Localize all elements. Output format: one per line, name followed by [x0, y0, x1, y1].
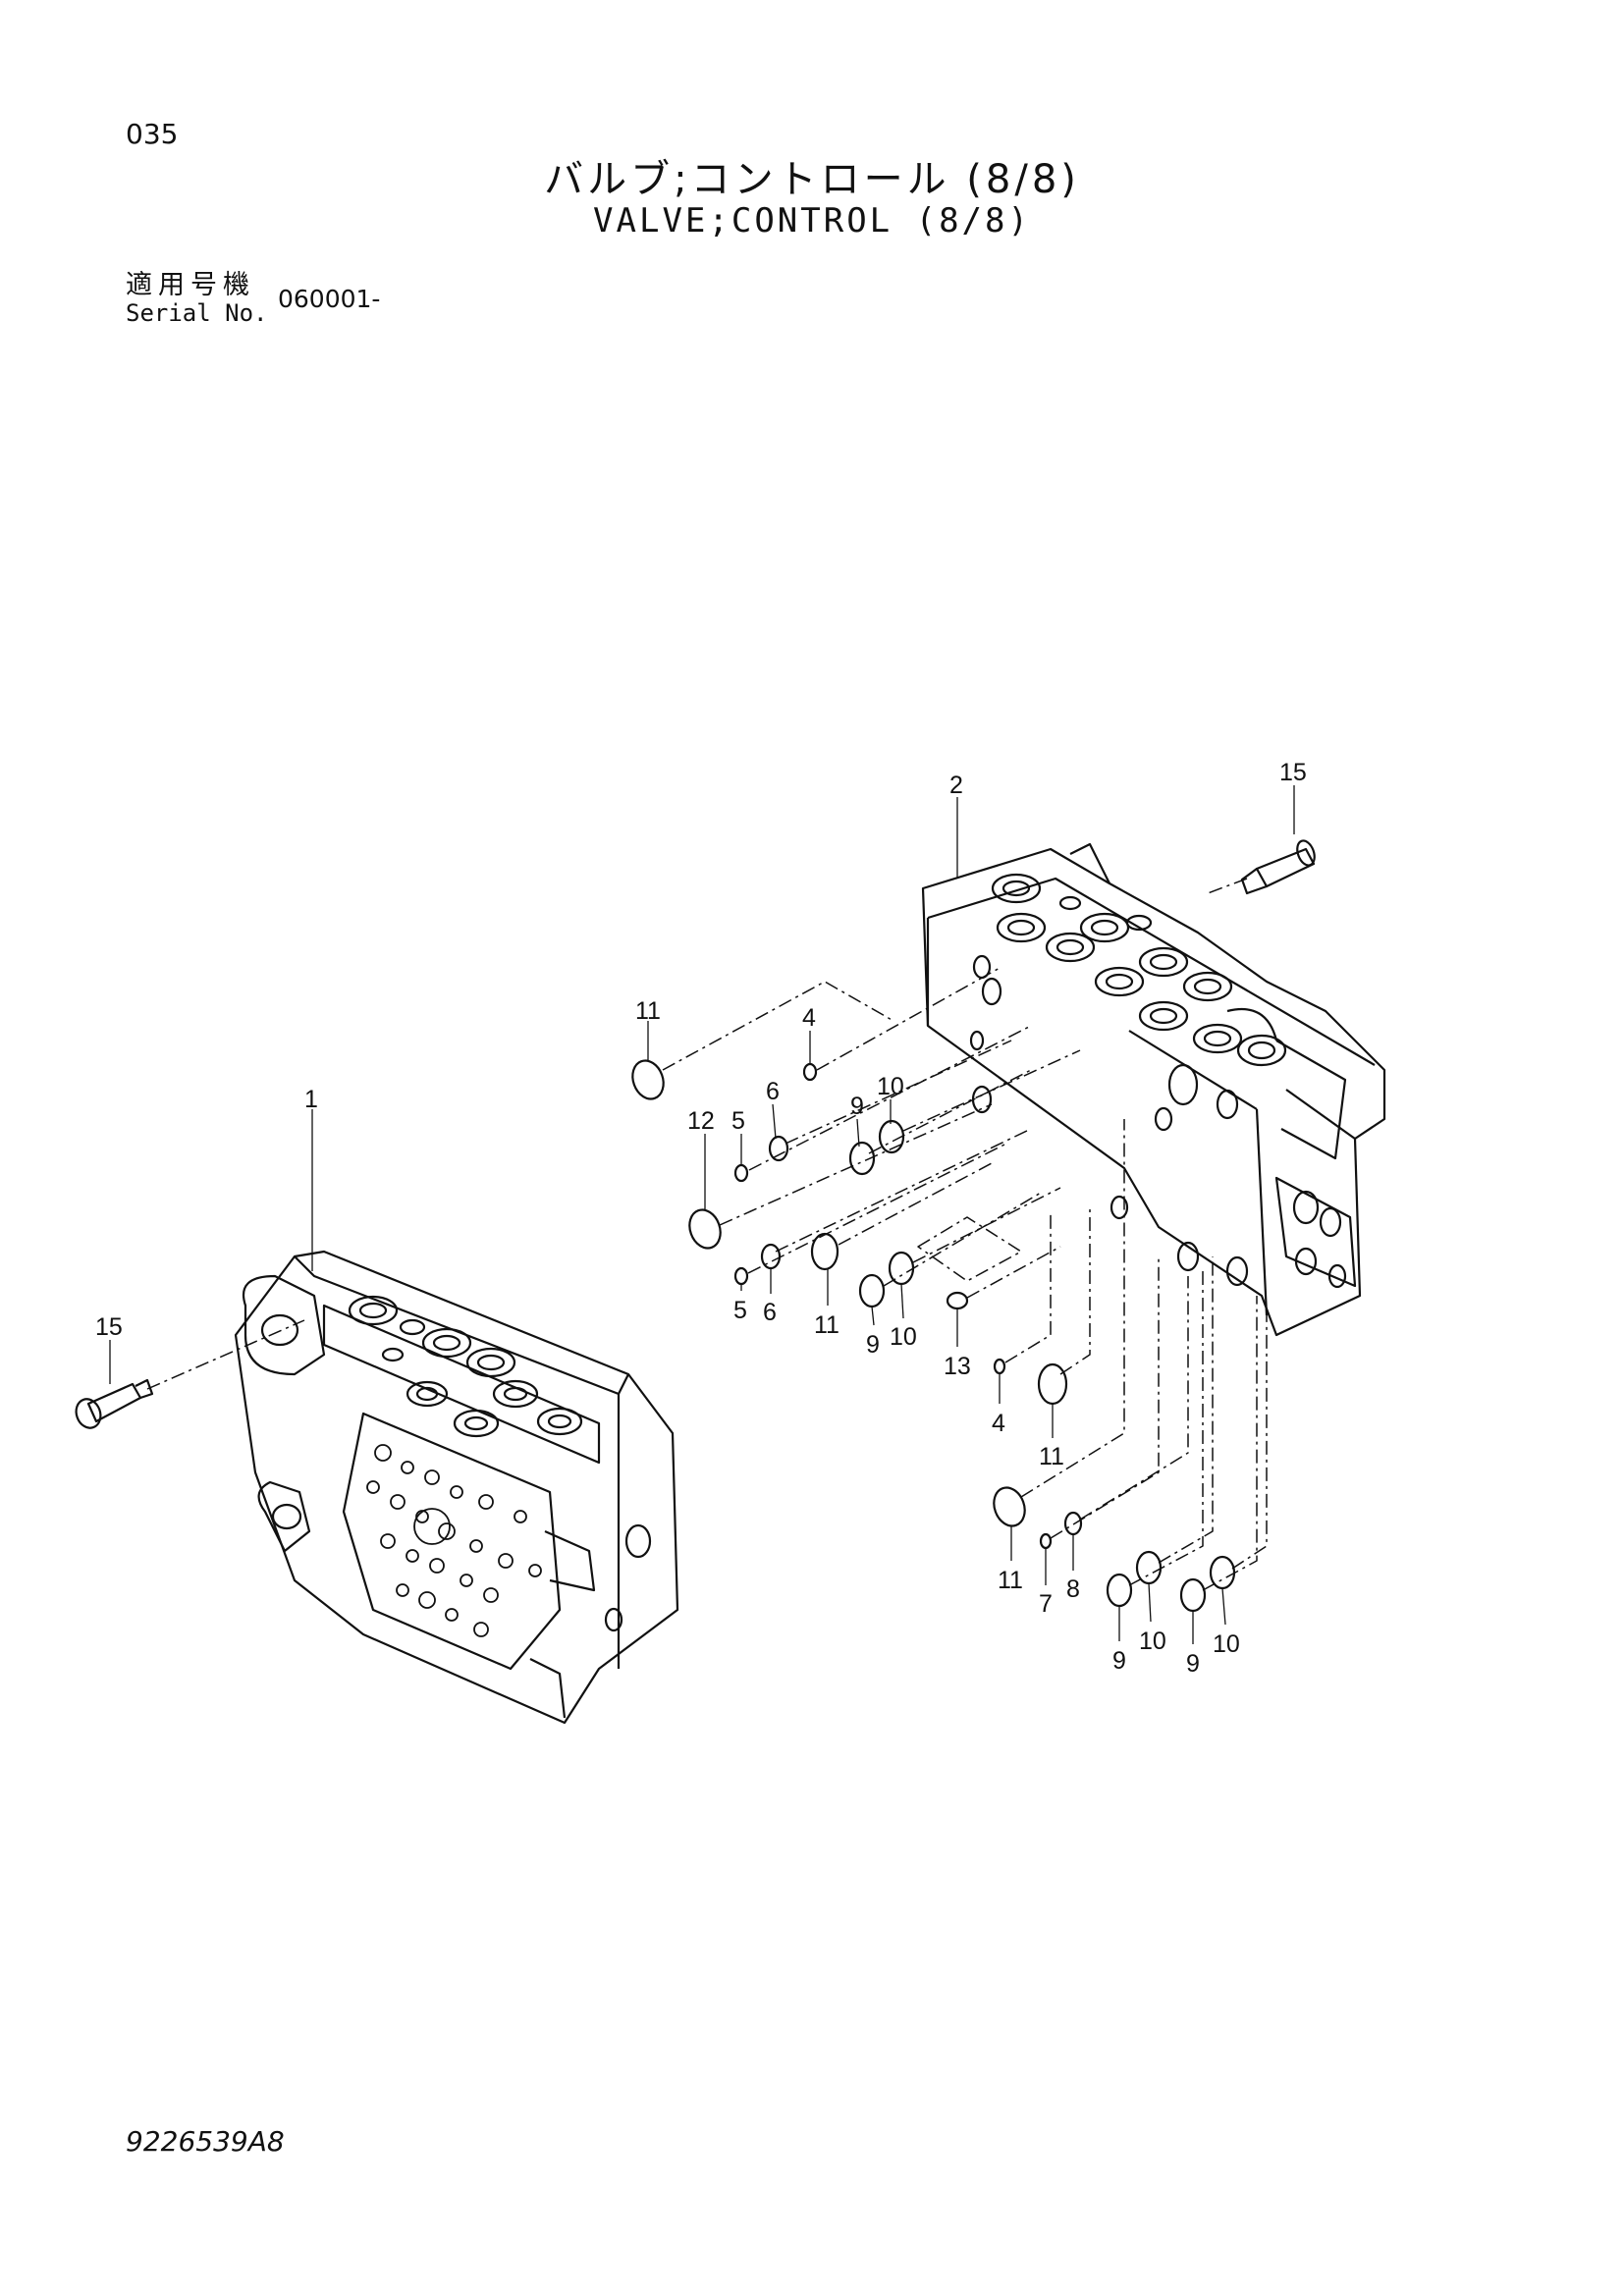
title-japanese: バルブ;コントロール (8/8): [544, 157, 1080, 202]
callout-9: 9: [866, 1331, 880, 1359]
callout-9: 9: [1186, 1650, 1200, 1678]
valve-section-1: [234, 1250, 679, 1725]
page-number: 035: [126, 118, 179, 150]
callout-10: 10: [890, 1323, 917, 1351]
callout-11: 11: [635, 997, 661, 1025]
serial-label-english: Serial No.: [126, 299, 268, 327]
valve-section-2: [921, 842, 1386, 1337]
callout-9: 9: [850, 1093, 864, 1120]
callout-10: 10: [1213, 1630, 1240, 1658]
title-english: VALVE;CONTROL (8/8): [593, 201, 1031, 240]
callout-2: 2: [949, 772, 963, 799]
callout-5: 5: [733, 1297, 747, 1324]
callout-15-upper: 15: [1279, 759, 1307, 786]
callout-4: 4: [992, 1410, 1005, 1437]
leader-lines: [146, 878, 1268, 1591]
serial-number-value: 060001-: [278, 285, 381, 313]
callout-labels: 1 2 15 15 11 4 5 6 9 10 12 5 6 11 9 10 1…: [95, 759, 1307, 1678]
section-1-face-holes: [366, 1444, 542, 1637]
callout-6: 6: [766, 1078, 780, 1105]
callout-6: 6: [763, 1299, 777, 1326]
serial-label-japanese: 適用号機: [126, 270, 255, 300]
callout-8: 8: [1066, 1575, 1080, 1603]
callout-10: 10: [877, 1073, 904, 1100]
callout-5: 5: [731, 1107, 745, 1135]
callout-12: 12: [687, 1107, 715, 1135]
o-rings: [631, 1059, 1236, 1613]
callout-11: 11: [814, 1311, 839, 1339]
callout-11: 11: [998, 1567, 1023, 1594]
document-number: 9226539A8: [126, 2125, 285, 2158]
callout-4: 4: [802, 1004, 816, 1032]
section-1-ports: [348, 1295, 583, 1438]
callout-1: 1: [304, 1086, 318, 1113]
callout-11: 11: [1039, 1443, 1064, 1470]
callout-15-lower: 15: [95, 1313, 123, 1341]
section-2-ports: [969, 873, 1249, 1287]
callout-9: 9: [1112, 1647, 1126, 1675]
callout-7: 7: [1039, 1590, 1053, 1618]
bolt-section-1: [75, 1378, 154, 1429]
callout-lines: [109, 785, 1295, 1644]
callout-10: 10: [1139, 1628, 1166, 1655]
callout-13: 13: [944, 1353, 971, 1380]
bolt-section-2: [1240, 839, 1316, 895]
